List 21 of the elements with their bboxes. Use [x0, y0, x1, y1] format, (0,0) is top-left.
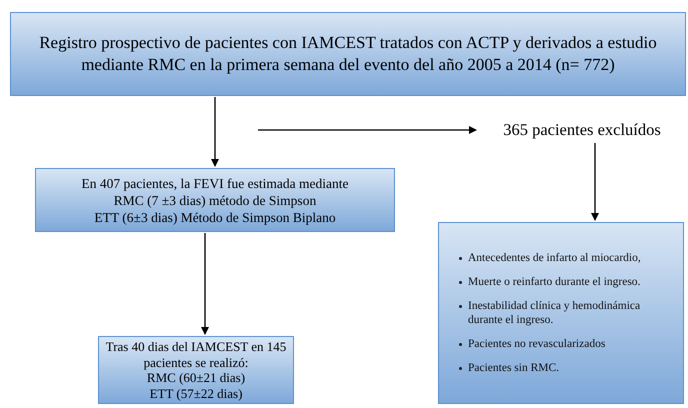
list-item: Pacientes no revascularizados	[468, 337, 606, 351]
arrow	[258, 126, 477, 134]
list-item: Pacientes sin RMC.	[468, 361, 560, 375]
box-text: RMC (60±21 dias)	[146, 370, 246, 386]
list-item: Muerte o reinfarto durante el ingreso.	[468, 275, 640, 289]
arrow	[591, 143, 599, 221]
arrow	[201, 233, 209, 335]
exclusion-box	[438, 222, 684, 404]
arrow	[211, 97, 219, 167]
box-text: RMC (7 ±3 dias) método de Simpson	[114, 192, 316, 208]
box-text: Registro prospectivo de pacientes con IAMCEST tratados con ACTP y derivados a estudio mediante RMC en la primera semana del evento del año 2005 a 2014 (n= 772)	[38, 32, 658, 76]
box-text: ETT (6±3 dias) Método de Simpson Biplano	[94, 208, 336, 226]
process-box	[10, 12, 686, 96]
list-item: Antecedentes de infarto al miocardio,	[468, 251, 641, 265]
process-box	[35, 168, 395, 232]
box-text: ETT (57±22 dias)	[150, 386, 242, 401]
process-box	[98, 336, 294, 404]
list-item: Inestabilidad clínica y hemodinámica durante el ingreso.	[468, 299, 642, 327]
box-text: Tras 40 dias del IAMCEST en 145 pacientes se realizó:	[105, 339, 287, 370]
box-text: En 407 pacientes, la FEVI fue estimada mediante	[82, 174, 348, 192]
node-label: 365 pacientes excluídos	[503, 120, 661, 140]
